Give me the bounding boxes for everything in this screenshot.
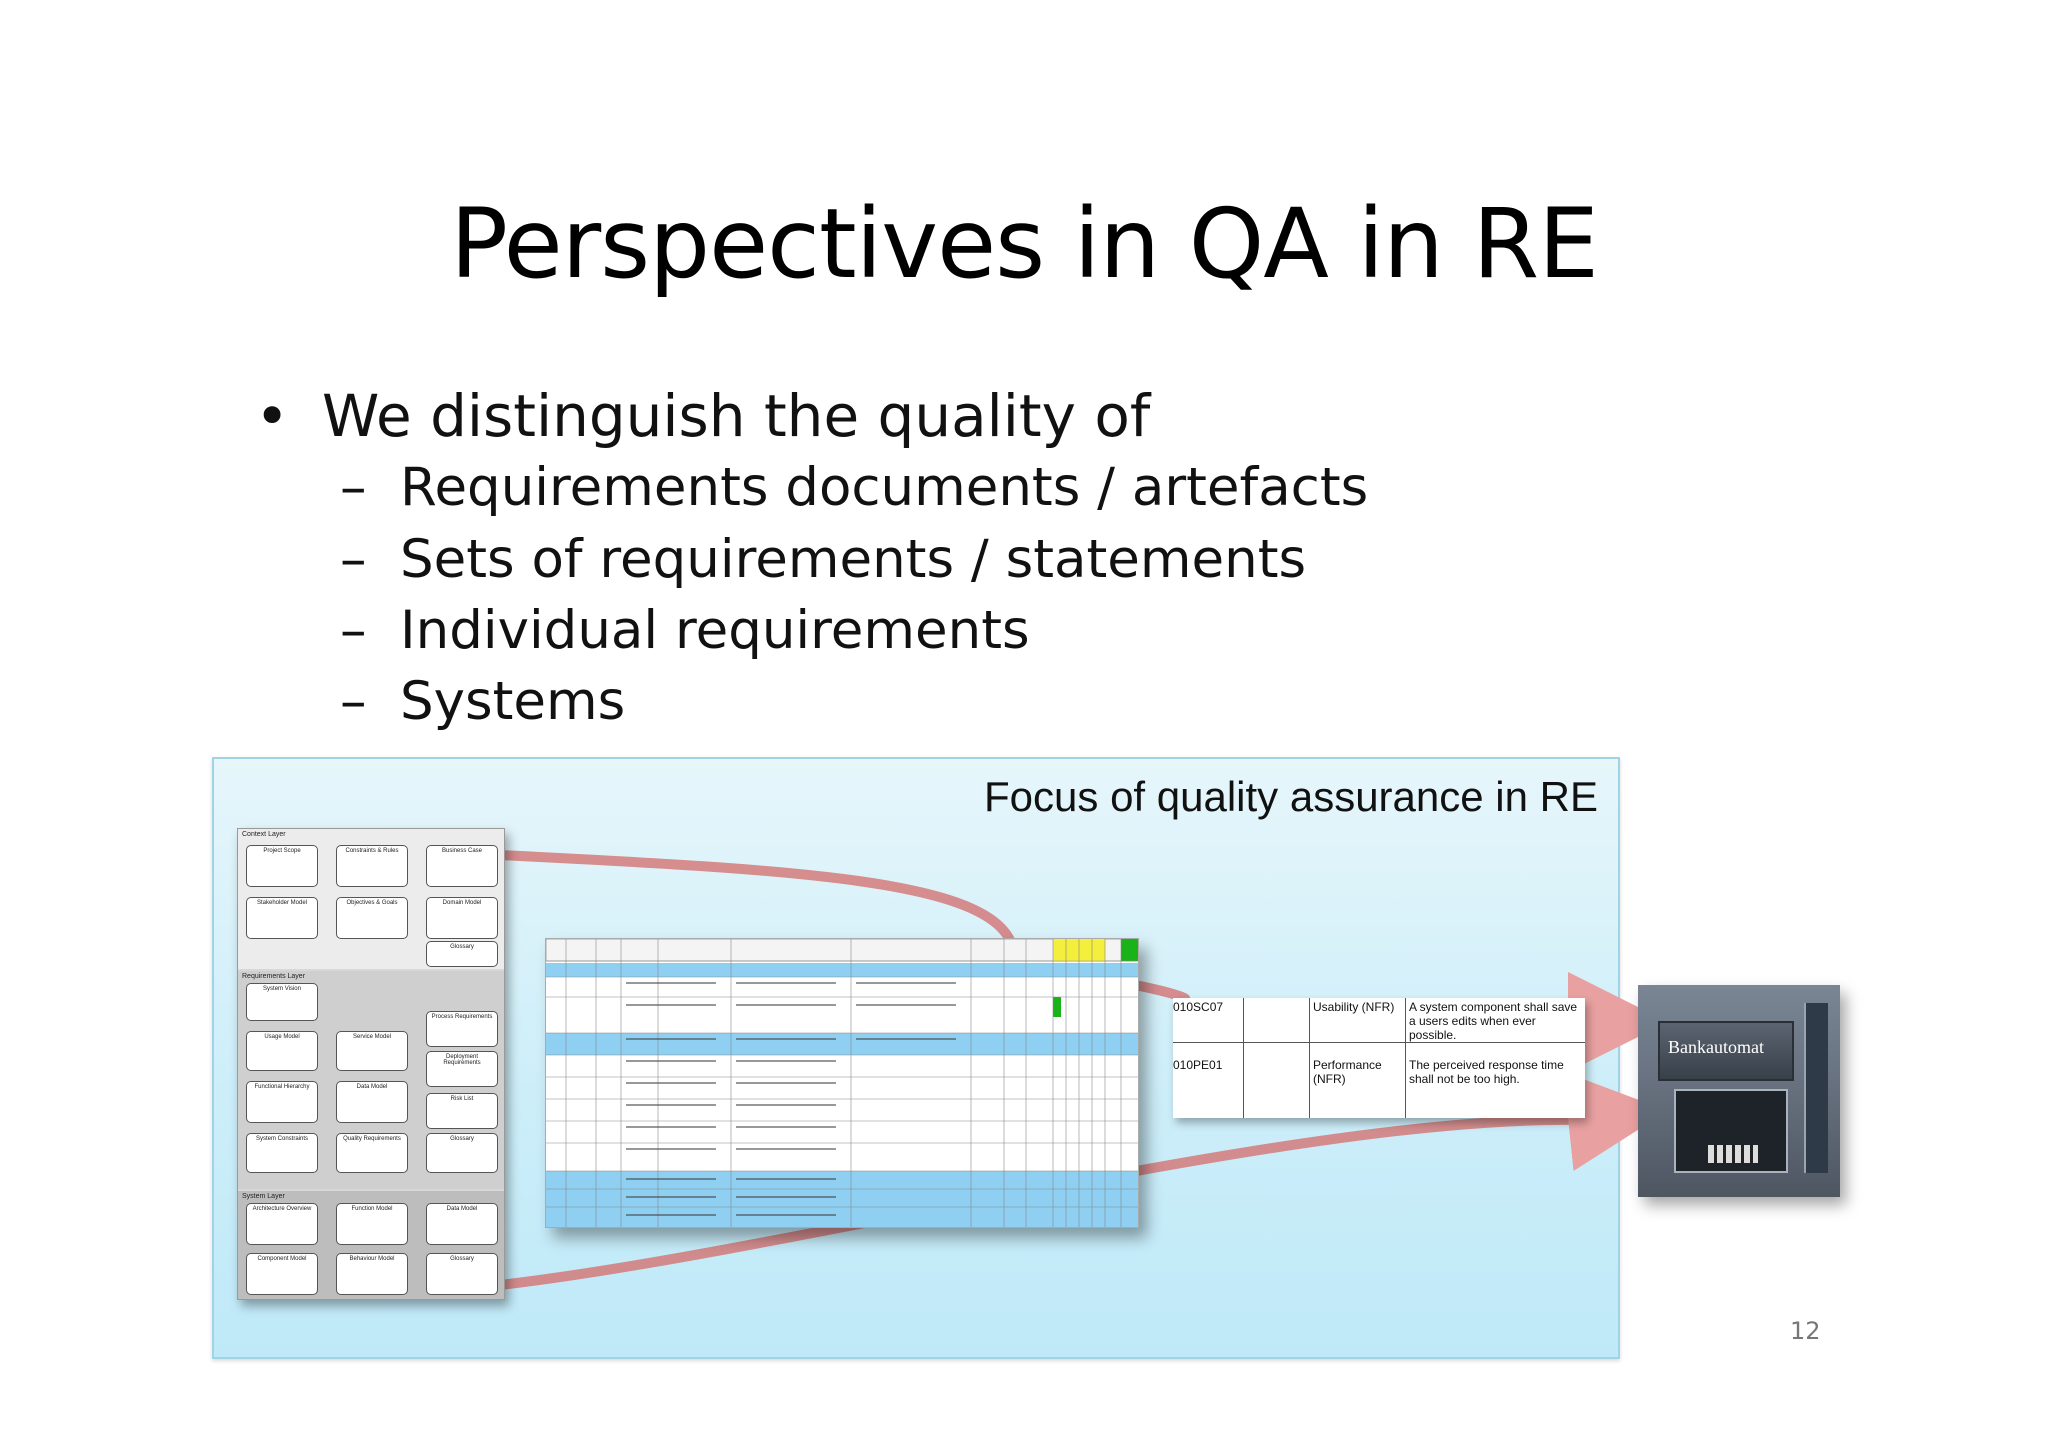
spreadsheet-grid [546, 939, 1138, 1227]
requirements-layer: Requirements Layer System Vision Usage M… [238, 971, 504, 1189]
model-box: Component Model [246, 1253, 318, 1295]
atm-keypad [1708, 1145, 1758, 1163]
sub-bullet-2: Sets of requirements / statements [400, 529, 1307, 590]
model-box: Functional Hierarchy [246, 1081, 318, 1123]
bullet-main: We distinguish the quality of [322, 382, 1151, 450]
excerpt-text-2: The perceived response time shall not be… [1409, 1058, 1564, 1086]
dash-2: – [340, 529, 367, 590]
model-box: Behaviour Model [336, 1253, 408, 1295]
model-box: Process Requirements [426, 1011, 498, 1047]
context-layer: Context Layer Project Scope Constraints … [238, 829, 504, 969]
model-box: Data Model [336, 1081, 408, 1123]
figure-caption: Focus of quality assurance in RE [984, 773, 1598, 820]
excerpt-id-1: 010SC07 [1173, 1000, 1224, 1014]
bullet-dot: • [255, 382, 290, 450]
atm-label: Bankautomat [1668, 1037, 1764, 1057]
system-layer: System Layer Architecture Overview Funct… [238, 1191, 504, 1299]
model-box: Business Case [426, 845, 498, 887]
excerpt-id-2: 010PE01 [1173, 1058, 1223, 1072]
layer-label: System Layer [242, 1193, 285, 1200]
dash-1: – [340, 457, 367, 518]
atm-photo: Bankautomat [1638, 985, 1840, 1197]
model-box: Project Scope [246, 845, 318, 887]
model-box: System Constraints [246, 1133, 318, 1173]
sub-bullet-1: Requirements documents / artefacts [400, 457, 1369, 518]
slide-title: Perspectives in QA in RE [450, 188, 1599, 300]
atm-sign [1658, 1021, 1794, 1081]
model-box: Objectives & Goals [336, 897, 408, 939]
model-box: Data Model [426, 1203, 498, 1245]
excerpt-category-2: Performance (NFR) [1313, 1058, 1382, 1086]
atm-side-panel [1804, 1003, 1828, 1173]
model-box: Glossary [426, 1133, 498, 1173]
model-box: Risk List [426, 1093, 498, 1129]
layer-label: Context Layer [242, 831, 286, 838]
page-number: 12 [1790, 1317, 1821, 1345]
dash-4: – [340, 671, 367, 732]
requirements-spreadsheet [545, 938, 1139, 1228]
model-box: Domain Model [426, 897, 498, 939]
model-box: System Vision [246, 983, 318, 1021]
model-box: Glossary [426, 941, 498, 967]
requirements-excerpt: 010SC07 Usability (NFR) A system compone… [1173, 998, 1585, 1118]
model-box: Quality Requirements [336, 1133, 408, 1173]
model-box: Usage Model [246, 1031, 318, 1071]
sub-bullet-3: Individual requirements [400, 600, 1030, 661]
excerpt-text-1: A system component shall save a users ed… [1409, 1000, 1578, 1042]
excerpt-category-1: Usability (NFR) [1313, 1000, 1395, 1014]
dash-3: – [340, 600, 367, 661]
model-box: Stakeholder Model [246, 897, 318, 939]
arrow-model-to-sheet [499, 850, 1017, 947]
model-box: Constraints & Rules [336, 845, 408, 887]
model-box: Architecture Overview [246, 1203, 318, 1245]
layer-label: Requirements Layer [242, 973, 306, 980]
model-box: Service Model [336, 1031, 408, 1071]
model-box: Function Model [336, 1203, 408, 1245]
model-box: Glossary [426, 1253, 498, 1295]
sub-bullet-4: Systems [400, 671, 626, 732]
requirements-model-diagram: Context Layer Project Scope Constraints … [237, 828, 505, 1300]
model-box: Deployment Requirements [426, 1051, 498, 1087]
arrow-excerpt-to-atm-2 [1563, 1071, 1668, 1171]
